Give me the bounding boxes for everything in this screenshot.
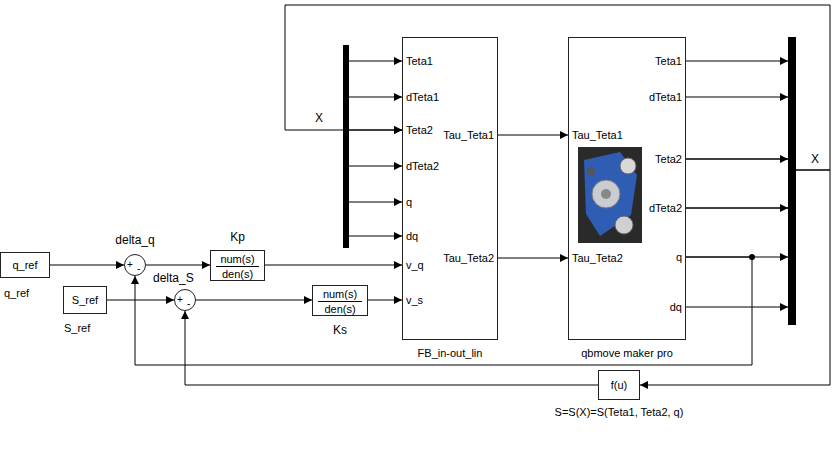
mux-wire [349, 236, 402, 237]
mux-wire [349, 130, 402, 131]
denominator: den(s) [324, 302, 355, 316]
signal-line [146, 265, 210, 266]
source-block: S_refS_ref [63, 286, 107, 314]
numerator: num(s) [220, 252, 254, 266]
photo-ground [578, 147, 642, 243]
pulley [615, 216, 633, 234]
sum-junction: delta_S+- [174, 289, 196, 311]
shaft-hub [601, 189, 611, 199]
signal-line [498, 135, 568, 136]
port-label: dTeta2 [406, 159, 439, 173]
sign: - [137, 262, 140, 276]
sign: + [177, 293, 183, 307]
port-label: Teta1 [655, 54, 682, 68]
actuator-body [584, 152, 637, 236]
port-label: dTeta1 [649, 90, 682, 104]
port-label: dTeta2 [649, 201, 682, 215]
fraction-bar [318, 301, 362, 302]
screw [587, 167, 595, 175]
port-label: v_s [406, 293, 423, 307]
mux-wire [349, 202, 402, 203]
sign: - [187, 297, 190, 311]
mux-wire [349, 166, 402, 167]
transfer-fcn-block: Kpnum(s)den(s) [210, 250, 265, 281]
port-label: Teta2 [655, 152, 682, 166]
signal-line [185, 311, 598, 385]
source-block: q_refq_ref [0, 252, 50, 278]
port-label: dTeta1 [406, 90, 439, 104]
signal-line [135, 257, 752, 365]
mux-wire [686, 208, 788, 209]
bus-name: X [315, 111, 323, 125]
sum-junction: delta_q+- [124, 254, 146, 276]
signal-name: delta_S [153, 271, 194, 285]
port-label: Teta1 [406, 54, 433, 68]
output-shaft [592, 180, 620, 208]
signal-line [368, 300, 402, 301]
signal-name: delta_q [115, 233, 154, 247]
port-label: Teta2 [406, 123, 433, 137]
block-text: f(u) [611, 378, 628, 392]
port-label: Tau_Teta2 [443, 251, 494, 265]
port-label: dq [406, 229, 418, 243]
block-name: Kp [230, 230, 245, 244]
mux-wire [686, 61, 788, 62]
block-name: qbmove maker pro [581, 346, 673, 360]
port-label: Tau_Teta1 [572, 128, 623, 142]
mux-wire [686, 307, 788, 308]
signal-line [265, 265, 402, 266]
signal-line [285, 5, 830, 170]
mux-wire [349, 97, 402, 98]
signal-line [498, 258, 568, 259]
port-label: q [676, 250, 682, 264]
mux-bar [343, 45, 349, 248]
bus-name: X [811, 152, 819, 166]
mux-wire [686, 159, 788, 160]
plant-block: Tau_Teta1Tau_Teta2 Teta1 dTeta1Teta2 dTeta2… [568, 37, 686, 340]
signal-line [107, 300, 174, 301]
port-label: dq [670, 300, 682, 314]
mux-bar [788, 37, 796, 325]
port-label: Tau_Teta1 [443, 128, 494, 142]
subsystem-block: Teta1 dTeta1Teta2 dTeta2 q dq v_q v_s Tau_Teta1… [402, 37, 498, 340]
pulley [620, 158, 636, 174]
block-name: Ks [333, 323, 347, 337]
block-name: S=S(X)=S(Teta1, Teta2, q) [555, 405, 684, 419]
block-name: q_ref [4, 286, 29, 300]
mux-wire [349, 61, 402, 62]
block-text: q_ref [12, 258, 37, 272]
block-name: S_ref [64, 321, 90, 335]
mux-wire [686, 257, 788, 258]
sign: + [127, 258, 133, 272]
transfer-fcn-block: num(s)den(s)Ks [312, 285, 368, 316]
qbmove-photo [578, 147, 642, 243]
fcn-block: f(u)S=S(X)=S(Teta1, Teta2, q) [598, 370, 640, 400]
numerator: num(s) [323, 287, 357, 301]
block-text: S_ref [72, 293, 98, 307]
port-label: v_q [406, 258, 424, 272]
denominator: den(s) [222, 267, 253, 281]
fraction-bar [216, 266, 259, 267]
signal-line [196, 300, 312, 301]
port-label: Tau_Teta2 [572, 251, 623, 265]
signal-line [50, 265, 124, 266]
branch-dot [749, 254, 755, 260]
block-name: FB_in-out_lin [418, 346, 483, 360]
port-label: q [406, 195, 412, 209]
mux-wire [686, 97, 788, 98]
